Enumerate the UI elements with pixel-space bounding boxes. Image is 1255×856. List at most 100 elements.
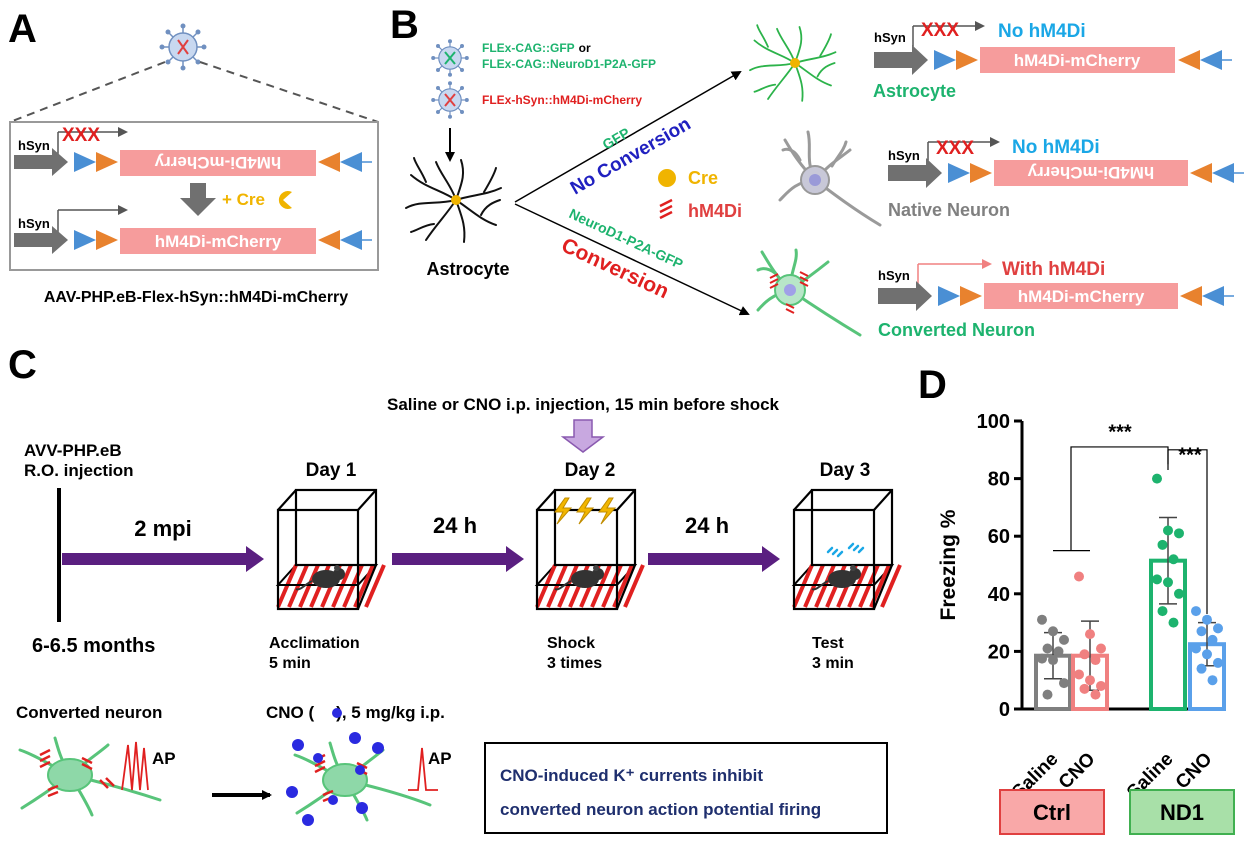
neuron-before-cno [18, 736, 162, 817]
data-point [1196, 663, 1207, 674]
cno-note: Saline or CNO i.p. injection, 15 min bef… [387, 395, 780, 414]
data-point [1174, 528, 1184, 539]
x-tick-label: CNO [1172, 749, 1217, 794]
panel-c-label: C [8, 343, 37, 387]
data-point [1048, 626, 1058, 637]
x-tick-label: CNO [1055, 749, 1100, 794]
data-point [1202, 614, 1212, 625]
lox-site [938, 286, 960, 306]
cno-dot-legend [332, 708, 342, 718]
row2-status: No hM4Di [1012, 137, 1100, 158]
data-point [1059, 634, 1069, 645]
data-point [1048, 655, 1058, 666]
lox-site [318, 152, 340, 172]
group-box [1129, 789, 1235, 835]
hsyn-promoter-arrow [14, 226, 68, 254]
zoom-line-left [9, 61, 166, 123]
arrow3-label: 24 h [685, 513, 729, 538]
data-point [1157, 606, 1168, 617]
ap-trace-single [408, 747, 438, 791]
lox-site [74, 152, 96, 172]
gene-flipped [120, 150, 316, 176]
lox-site [1180, 286, 1202, 306]
construct-before: hSyn XXX hM4Di-mCherry [14, 125, 372, 176]
injection-line1: AVV-PHP.eB [24, 441, 122, 460]
row1-cell: Astrocyte [873, 81, 956, 101]
data-point [1174, 588, 1184, 599]
virus-particle-a [158, 22, 208, 72]
row3-construct: hSyn hM4Di-mCherry [878, 259, 1234, 311]
ap-right-label: AP [428, 749, 452, 768]
cre-nucleus [451, 195, 461, 205]
lox-site [960, 286, 982, 306]
xxx-mark: XXX [936, 138, 974, 159]
data-point [1096, 643, 1106, 654]
data-point [1096, 680, 1106, 691]
row2-construct: hSyn XXX hM4Di-mCherry [888, 137, 1244, 188]
data-point [1213, 657, 1223, 668]
lox-site [970, 163, 992, 183]
gene-flipped [994, 160, 1188, 186]
day1-label1: Acclimation [269, 635, 360, 652]
y-tick-label: 40 [988, 584, 1010, 606]
lox-site [96, 152, 118, 172]
hm4di-receptors [769, 271, 809, 314]
cre-nucleus [790, 58, 800, 68]
data-point [1074, 571, 1084, 582]
start-cell-label: Astrocyte [426, 259, 509, 279]
cno-dose-post: ), 5 mg/kg i.p. [336, 703, 445, 722]
day3-title: Day 3 [820, 460, 871, 481]
data-point [1191, 643, 1201, 654]
y-axis-label: Freezing % [937, 509, 960, 620]
virus-gfp [430, 38, 470, 78]
data-point [1079, 683, 1090, 694]
data-point [1157, 539, 1168, 550]
data-point [1152, 574, 1162, 585]
branch-no-conversion [514, 70, 742, 203]
data-point [1059, 678, 1069, 689]
lox-site [1202, 286, 1224, 306]
conditioning-chamber [275, 488, 386, 611]
virus1-or: or [579, 41, 591, 55]
arrow2-label: 24 h [433, 513, 477, 538]
converted-neuron-b [756, 248, 862, 337]
day3-label1: Test [812, 635, 844, 652]
lox-site [96, 230, 118, 250]
freezing-indicator-icon [826, 546, 844, 558]
arrow-24h-1 [392, 546, 524, 572]
shock-bolt-icon [598, 497, 616, 525]
data-point [1037, 653, 1047, 664]
data-point [1207, 634, 1218, 645]
cre-recombination-arrow [180, 183, 216, 216]
cre-legend-icon [658, 169, 676, 187]
data-point [1196, 626, 1207, 637]
y-tick-label: 20 [988, 641, 1010, 663]
cre-icon [278, 191, 292, 210]
data-point [1191, 606, 1201, 617]
native-neuron-nucleus [809, 174, 821, 186]
lox-site [1178, 50, 1200, 70]
promoter-label: hSyn [18, 138, 50, 153]
group-box [999, 789, 1105, 835]
data-point [1042, 689, 1053, 700]
row1-status: No hM4Di [998, 21, 1086, 42]
arrow-2mpi [62, 546, 264, 572]
native-neuron [778, 130, 882, 227]
gene-label: hM4Di-mCherry [1018, 287, 1145, 306]
promoter-label: hSyn [878, 268, 910, 283]
hm4di-legend-icon [659, 198, 673, 220]
day1-title: Day 1 [306, 460, 357, 481]
converted-neuron-nucleus [784, 284, 796, 296]
data-point [1085, 629, 1095, 640]
y-tick-label: 60 [988, 526, 1010, 548]
row3-cell: Converted Neuron [878, 320, 1035, 340]
significance-label: *** [1108, 421, 1132, 443]
y-tick-label: 80 [988, 469, 1010, 491]
day2-label1: Shock [547, 635, 595, 652]
virus2-label: FLEx-hSyn::hM4Di-mCherry [482, 93, 642, 107]
group-label: ND1 [1160, 800, 1204, 825]
lox-site [948, 163, 970, 183]
data-point [1042, 643, 1053, 654]
